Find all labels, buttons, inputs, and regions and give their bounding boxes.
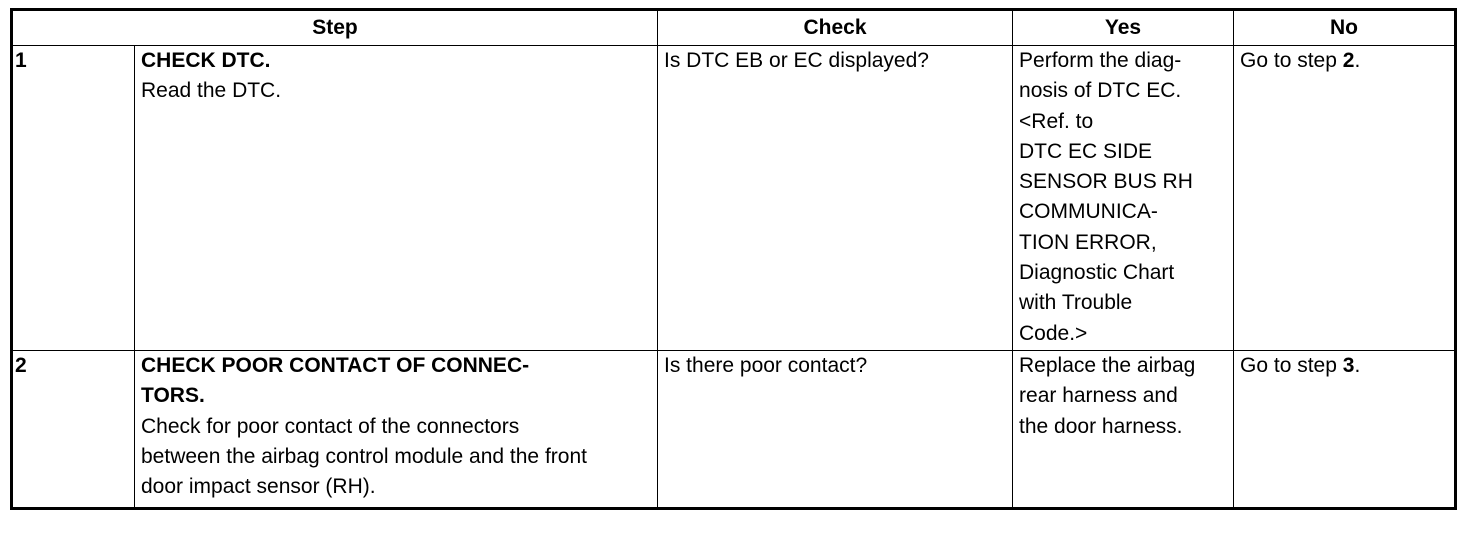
yes-line: COMMUNICA-: [1019, 200, 1158, 224]
header-step: Step: [10, 9, 659, 46]
yes-cell: Perform the diag- nosis of DTC EC. <Ref.…: [1012, 45, 1235, 351]
table-header-row: Step Check Yes No: [10, 9, 1457, 46]
no-cell: Go to step 2.: [1233, 45, 1457, 351]
step-description: Check for poor contact of the connectors…: [141, 414, 587, 499]
step-description: Read the DTC.: [141, 79, 282, 103]
step-cell: CHECK DTC. Read the DTC.: [133, 45, 659, 351]
step-cell: CHECK POOR CONTACT OF CONNEC- TORS. Chec…: [133, 350, 659, 509]
header-no: No: [1233, 9, 1457, 46]
yes-line: SENSOR BUS RH: [1019, 170, 1193, 194]
yes-line: <Ref. to: [1019, 109, 1094, 133]
yes-line: Code.>: [1019, 321, 1088, 345]
yes-line: nosis of DTC EC.: [1019, 79, 1182, 103]
step-title: CHECK POOR CONTACT OF CONNEC- TORS.: [141, 354, 530, 408]
yes-line: Diagnostic Chart: [1019, 261, 1175, 285]
no-suffix: .: [1354, 49, 1361, 72]
yes-line: Perform the diag-: [1019, 49, 1182, 72]
diagnostic-table: Step Check Yes No 1 CHECK DTC. Read the …: [10, 8, 1458, 510]
step-number: 2: [11, 350, 135, 509]
no-suffix: .: [1354, 354, 1361, 377]
header-check: Check: [657, 9, 1014, 46]
yes-line: with Trouble: [1019, 291, 1133, 315]
table-row: 2 CHECK POOR CONTACT OF CONNEC- TORS. Ch…: [11, 350, 1457, 509]
no-step-number: 2: [1342, 49, 1355, 72]
step-number: 1: [11, 45, 135, 351]
yes-line: Replace the airbag: [1019, 354, 1196, 377]
no-cell: Go to step 3.: [1233, 350, 1457, 509]
yes-line: DTC EC SIDE: [1019, 139, 1153, 163]
no-prefix: Go to step: [1240, 49, 1343, 72]
yes-line: TION ERROR,: [1019, 230, 1157, 254]
check-cell: Is DTC EB or EC displayed?: [657, 45, 1014, 351]
no-prefix: Go to step: [1240, 354, 1343, 377]
yes-line: rear harness and: [1019, 384, 1178, 408]
header-yes: Yes: [1012, 9, 1235, 46]
yes-line: the door harness.: [1019, 414, 1183, 438]
yes-cell: Replace the airbag rear harness and the …: [1012, 350, 1235, 509]
step-title: CHECK DTC.: [141, 49, 271, 72]
table-row: 1 CHECK DTC. Read the DTC. Is DTC EB or …: [11, 45, 1457, 351]
check-cell: Is there poor contact?: [657, 350, 1014, 509]
no-step-number: 3: [1342, 354, 1355, 377]
